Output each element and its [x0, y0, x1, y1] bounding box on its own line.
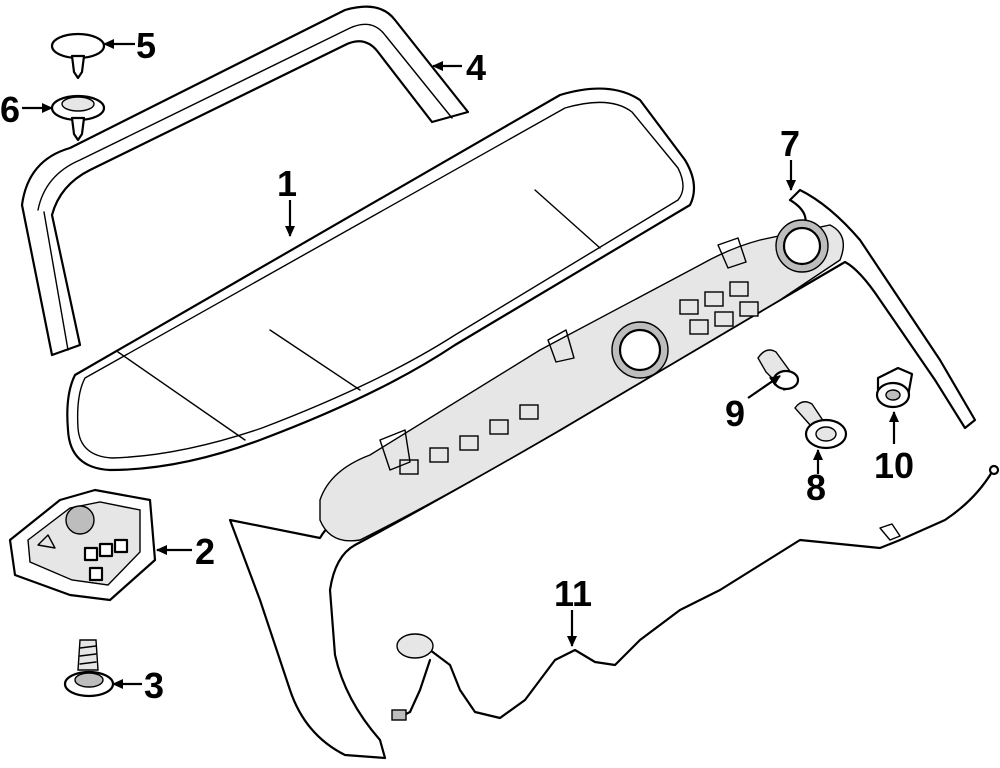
grommet-part — [875, 366, 914, 409]
callout-1: 1 — [277, 163, 297, 204]
lamp-housing-part — [8, 488, 157, 602]
callout-2: 2 — [195, 531, 215, 572]
callout-7: 7 — [780, 123, 800, 164]
callout-4: 4 — [466, 47, 486, 88]
panel-pockets — [399, 281, 759, 475]
liftgate-panel-part — [228, 188, 977, 760]
callout-6: 6 — [0, 89, 20, 130]
callout-8: 8 — [806, 467, 826, 508]
callout-5: 5 — [136, 25, 156, 66]
callout-11: 11 — [554, 573, 592, 614]
callout-9-arrow — [747, 375, 781, 399]
bolt-part — [794, 401, 848, 450]
callout-3: 3 — [144, 665, 164, 706]
weatherstrip-seal-part — [20, 5, 470, 357]
stud-part — [757, 349, 800, 391]
wiring-harness-part — [391, 464, 1000, 721]
clip-part — [50, 32, 106, 80]
screw-part — [63, 639, 115, 698]
rear-glass-part — [66, 87, 696, 472]
callout-arrows — [22, 39, 899, 689]
callout-10: 10 — [874, 445, 914, 486]
callout-9: 9 — [725, 393, 745, 434]
callout-labels: 1 2 3 4 5 6 7 8 9 10 11 — [0, 25, 914, 706]
push-clip-part — [50, 94, 106, 142]
